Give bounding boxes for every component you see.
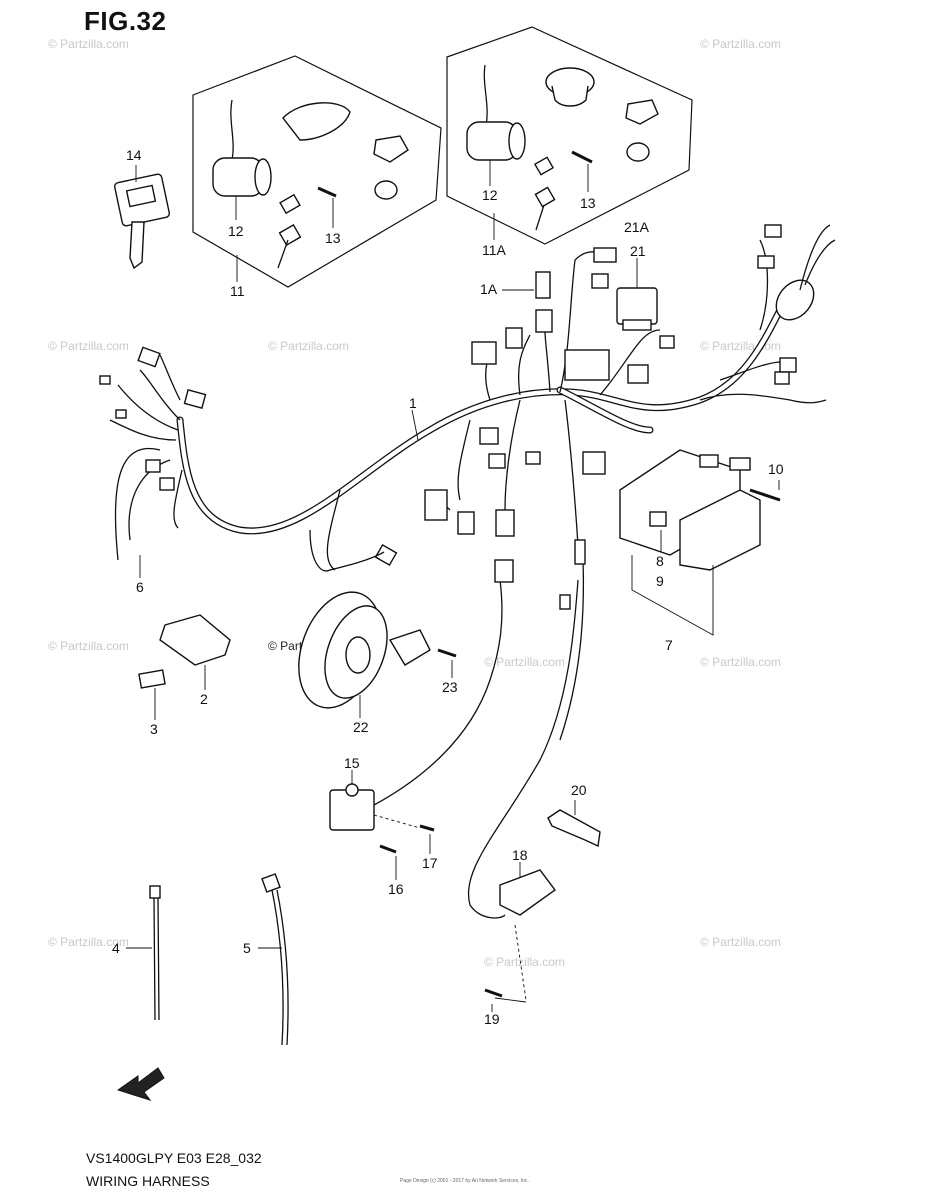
callout-4: 4: [112, 940, 120, 956]
sensor-18: [467, 539, 586, 1012]
watermark-5: © Partzilla.com: [700, 339, 781, 353]
main-harness-1: [99, 224, 836, 572]
bracket-20: [547, 800, 601, 848]
watermark-7: © Partzilla.com: [484, 655, 565, 669]
model-code: VS1400GLPY E03 E28_032: [86, 1150, 262, 1166]
callouts: 14 12 13 11 12 13 11A 21A 21 1A 1 10 8 9…: [112, 147, 784, 1027]
callout-20: 20: [571, 782, 587, 798]
callout-21: 21: [630, 243, 646, 259]
callout-5: 5: [243, 940, 251, 956]
callout-23: 23: [442, 679, 458, 695]
callout-3: 3: [150, 721, 158, 737]
fwd-arrow-icon: [116, 1067, 165, 1101]
callout-1: 1: [409, 395, 417, 411]
callout-15: 15: [344, 755, 360, 771]
cable-tie-5: [258, 873, 289, 1046]
connector-lower-left: [424, 489, 448, 521]
box-11a-outline: [446, 26, 693, 245]
ignition-switch-set-11: [192, 55, 442, 288]
copyright-line: Page Design (c) 2001 - 2017 by Ari Netwo…: [400, 1178, 529, 1184]
ignition-switch-set-11a: [446, 26, 693, 245]
callout-10: 10: [768, 461, 784, 477]
callout-17: 17: [422, 855, 438, 871]
callout-18: 18: [512, 847, 528, 863]
cushion-3: [138, 669, 166, 689]
callout-12a: 12: [228, 223, 244, 239]
callout-9: 9: [656, 573, 664, 589]
figure-name: WIRING HARNESS: [86, 1173, 210, 1189]
watermark-9: © Partzilla.com: [48, 935, 129, 949]
watermark-10: © Partzilla.com: [484, 955, 565, 969]
callout-6: 6: [136, 579, 144, 595]
switch-cover: [282, 102, 351, 141]
bracket-2: [138, 614, 231, 720]
horn-22: [298, 591, 457, 718]
callout-8: 8: [656, 553, 664, 569]
callout-11: 11: [230, 283, 245, 299]
watermark-1: © Partzilla.com: [48, 37, 129, 51]
watermark-2: © Partzilla.com: [700, 37, 781, 51]
watermark-6: © Partzilla.com: [48, 639, 129, 653]
switch-15: [329, 559, 514, 880]
callout-13a: 13: [325, 230, 341, 246]
watermark-8: © Partzilla.com: [700, 655, 781, 669]
cable-tie-4: [126, 885, 161, 1021]
callout-2: 2: [200, 691, 208, 707]
watermark-11: © Partzilla.com: [700, 935, 781, 949]
callout-13b: 13: [580, 195, 596, 211]
horn-bracket: [388, 629, 431, 666]
watermark-3: © Partzilla.com: [48, 339, 129, 353]
callout-7: 7: [665, 637, 673, 653]
connector-center: [564, 349, 610, 381]
callout-14: 14: [126, 147, 142, 163]
callout-11a: 11A: [482, 242, 507, 258]
regulator-unit-7: [619, 449, 781, 636]
callout-1a: 1A: [480, 281, 498, 297]
callout-12b: 12: [482, 187, 498, 203]
box-11-outline: [192, 55, 442, 288]
figure-title: FIG.32: [84, 6, 167, 36]
callout-21a: 21A: [624, 219, 650, 235]
callout-16: 16: [388, 881, 404, 897]
harness-grommet: [775, 279, 815, 321]
connector-top-1: [471, 341, 497, 365]
cdi-cover: [679, 489, 761, 571]
key-14: [113, 165, 171, 270]
relay-21: [616, 258, 658, 331]
watermark-4: © Partzilla.com: [268, 339, 349, 353]
callout-22: 22: [353, 719, 369, 735]
fuse-1a: [535, 271, 551, 299]
callout-19: 19: [484, 1011, 500, 1027]
